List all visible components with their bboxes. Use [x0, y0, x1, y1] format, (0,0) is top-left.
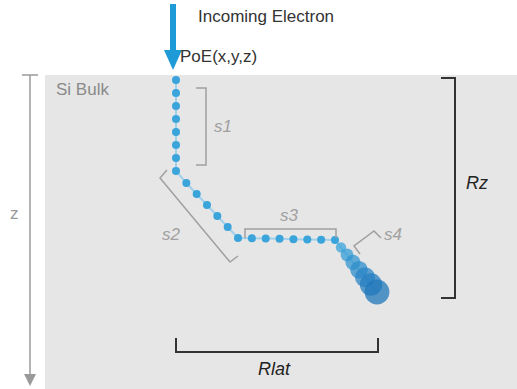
trajectory-dot	[172, 154, 180, 162]
diagram-label: s1	[214, 118, 232, 137]
trajectory-dot	[289, 235, 297, 243]
electron-arrowhead	[164, 50, 182, 70]
trajectory-dot	[331, 236, 339, 244]
diagram-label: Incoming Electron	[198, 8, 334, 27]
trajectory-dot	[193, 190, 201, 198]
trajectory-dot	[317, 236, 325, 244]
trajectory-dot	[172, 141, 180, 149]
trajectory-dot	[365, 280, 390, 305]
trajectory-dot	[248, 234, 256, 242]
diagram-label: Rlat	[258, 360, 290, 380]
trajectory-dot	[303, 235, 311, 243]
trajectory-dot	[276, 235, 284, 243]
diagram-label: z	[10, 205, 19, 224]
diagram-label: PoE(x,y,z)	[180, 48, 257, 67]
segment-brackets	[160, 88, 381, 262]
region-name: Si Bulk	[56, 81, 109, 100]
diagram-label: Rz	[466, 174, 488, 194]
si-bulk-region	[45, 75, 517, 389]
diagram-label: s2	[162, 226, 180, 245]
trajectory-dot	[172, 89, 180, 97]
trajectory-dots	[172, 76, 389, 304]
trajectory-dot	[182, 179, 190, 187]
diagram-label: s3	[280, 207, 298, 226]
range-brackets	[176, 78, 455, 352]
trajectory-dot	[262, 235, 270, 243]
trajectory-dot	[172, 167, 180, 175]
diagram-label: s4	[384, 226, 402, 245]
trajectory-dot	[172, 115, 180, 123]
axis-arrowhead	[24, 374, 36, 386]
depth-axis	[22, 75, 38, 378]
trajectory-dot	[172, 102, 180, 110]
electron-arrow-shaft	[170, 4, 176, 50]
trajectory-dot	[224, 223, 232, 231]
trajectory-dot	[234, 234, 242, 242]
trajectory-dot	[203, 201, 211, 209]
trajectory-dot	[172, 128, 180, 136]
trajectory-dot	[172, 76, 180, 84]
bulk-region-label-box: Si Bulk	[45, 75, 517, 389]
trajectory-dot	[213, 212, 221, 220]
trajectory-line	[176, 80, 377, 292]
